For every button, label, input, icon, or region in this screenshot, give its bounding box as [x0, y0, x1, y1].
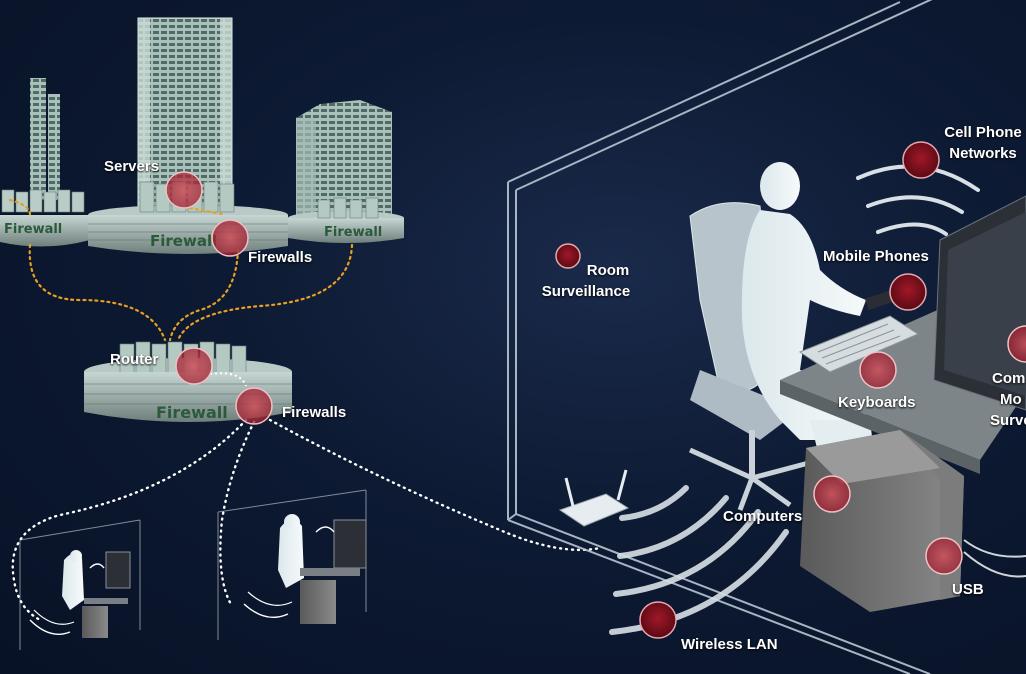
- hotspot-keyboards[interactable]: [859, 351, 897, 389]
- hotspot-mobile-phones[interactable]: [889, 273, 927, 311]
- firewall-label-router: Firewall: [156, 403, 228, 422]
- firewall-label-right: Firewall: [324, 225, 382, 240]
- link-workstation-2: [219, 420, 256, 608]
- hotspots: [165, 141, 1026, 639]
- wifi-router: [558, 469, 630, 527]
- hotspot-room-surveillance[interactable]: [555, 243, 581, 269]
- tower-thin-2: [48, 94, 60, 200]
- white-links: [11, 418, 602, 622]
- computer-tower: [800, 430, 1026, 612]
- wireless-waves: [609, 485, 789, 635]
- hotspot-firewalls-top[interactable]: [211, 219, 249, 257]
- link-workstation-1: [11, 418, 248, 622]
- label-router: Router: [110, 351, 159, 368]
- label-mobile-phones: Mobile Phones: [823, 248, 929, 265]
- connection-center: [168, 248, 240, 342]
- link-main-workstation: [268, 418, 602, 552]
- firewall-ring-right: [288, 218, 404, 243]
- label-servers: Servers: [104, 158, 160, 175]
- small-workstation-1: [19, 519, 141, 650]
- hotspot-router[interactable]: [175, 347, 213, 385]
- hotspot-usb[interactable]: [925, 537, 963, 575]
- label-room-surveillance-line2: Surveillance: [541, 283, 631, 300]
- tower-right: [296, 100, 392, 218]
- label-cell-phone-line2: Networks: [949, 145, 1017, 162]
- label-cell-phone-networks: Cell Phone Networks: [940, 122, 1026, 164]
- label-keyboards: Keyboards: [838, 394, 916, 411]
- label-room-surveillance: Room Surveillance: [534, 260, 638, 302]
- label-usb: USB: [952, 581, 984, 598]
- surveillance-room: [507, 0, 933, 674]
- label-computer-monitor-surveillance: Com Mo Surve: [990, 368, 1026, 431]
- label-com-line1: Com: [992, 370, 1026, 387]
- label-room-surveillance-line1: Room: [586, 262, 630, 279]
- label-cell-phone-line1: Cell Phone: [944, 124, 1022, 141]
- connection-right: [176, 243, 354, 342]
- label-computers: Computers: [723, 508, 803, 525]
- mobile-phone: [864, 289, 896, 311]
- hotspot-wireless-lan[interactable]: [639, 601, 677, 639]
- monitor: [933, 195, 1026, 411]
- hotspot-computers[interactable]: [813, 475, 851, 513]
- firewall-label-center: Firewall: [150, 232, 217, 250]
- hotspot-cell-phone-networks[interactable]: [902, 141, 940, 179]
- firewall-ring-left: [0, 215, 90, 247]
- orange-connections: [8, 198, 354, 342]
- hotspot-computer-monitor[interactable]: [1007, 325, 1026, 363]
- small-workstation-2: [217, 489, 367, 640]
- hotspot-servers[interactable]: [165, 171, 203, 209]
- label-wireless-lan: Wireless LAN: [681, 636, 778, 653]
- label-com-line2: Mo: [1000, 391, 1022, 408]
- tower-thin-1: [30, 78, 46, 200]
- firewall-label-left: Firewall: [4, 222, 62, 237]
- label-firewalls-mid: Firewalls: [282, 404, 347, 421]
- label-com-line3: Surve: [990, 412, 1026, 429]
- label-firewalls-top: Firewalls: [248, 249, 313, 266]
- connection-left: [28, 243, 167, 342]
- hotspot-firewalls-mid[interactable]: [235, 387, 273, 425]
- server-city: Firewall Firewall Firewall: [0, 17, 404, 254]
